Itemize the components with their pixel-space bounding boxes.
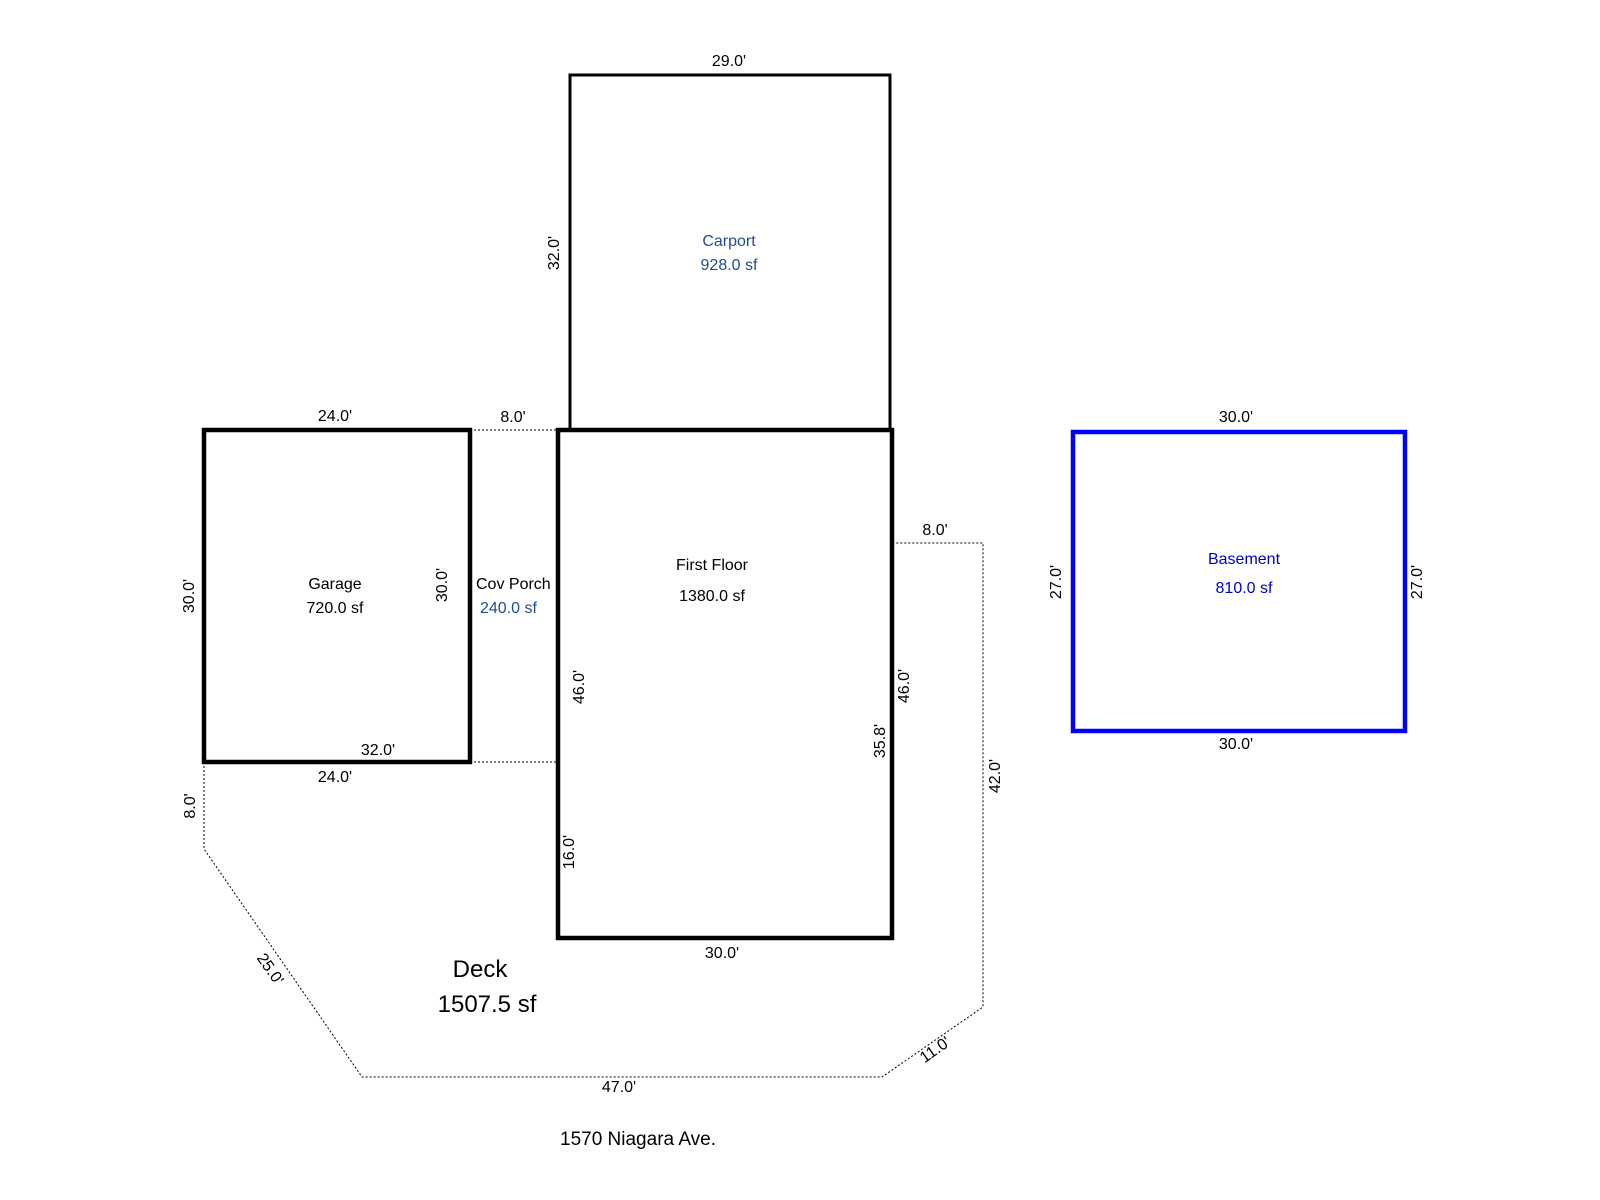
- deck-diagonal-right-dim: 11.0': [917, 1034, 954, 1067]
- first-floor-name: First Floor: [676, 557, 749, 574]
- deck-name: Deck: [453, 956, 509, 983]
- carport-outline: [568, 73, 892, 432]
- deck-left-short-dim: 8.0': [182, 793, 199, 818]
- garage-area: 720.0 sf: [307, 600, 364, 617]
- deck-bottom-dim: 47.0': [602, 1079, 636, 1096]
- basement-left-dim: 27.0': [1048, 565, 1065, 599]
- first-floor-area: 1380.0 sf: [679, 588, 745, 605]
- deck-outline: [203, 542, 984, 1078]
- basement-area: 810.0 sf: [1216, 580, 1273, 597]
- porch-name: Cov Porch: [476, 576, 551, 593]
- property-address: 1570 Niagara Ave.: [560, 1129, 716, 1150]
- basement-name: Basement: [1208, 551, 1281, 568]
- garage-name: Garage: [308, 576, 361, 593]
- deck-top-right-dim: 8.0': [922, 522, 947, 539]
- deck-inner-left-dim: 16.0': [561, 835, 578, 869]
- porch-top-dim: 8.0': [500, 409, 525, 426]
- deck-garage-edge-dim: 32.0': [361, 742, 395, 759]
- basement-outline: [1070, 429, 1408, 734]
- carport-name: Carport: [702, 233, 756, 250]
- first-floor-bottom-dim: 30.0': [705, 945, 739, 962]
- carport-area: 928.0 sf: [701, 257, 758, 274]
- deck-area: 1507.5 sf: [438, 991, 537, 1018]
- deck-inner-right-dim: 35.8': [872, 724, 889, 758]
- carport-left-dim: 32.0': [546, 236, 563, 270]
- deck-diagonal-left-dim: 25.0': [253, 951, 287, 989]
- first-floor-right-dim: 46.0': [896, 669, 913, 703]
- garage-outline: [201, 427, 473, 765]
- deck-right-dim: 42.0': [987, 759, 1004, 793]
- basement-top-dim: 30.0': [1219, 409, 1253, 426]
- basement-bottom-dim: 30.0': [1219, 736, 1253, 753]
- garage-top-dim: 24.0': [318, 408, 352, 425]
- first-floor-outline: [555, 427, 895, 941]
- garage-left-dim: 30.0': [181, 579, 198, 613]
- carport-top-dim: 29.0': [712, 53, 746, 70]
- porch-area: 240.0 sf: [480, 600, 537, 617]
- garage-bottom-dim: 24.0': [318, 769, 352, 786]
- basement-right-dim: 27.0': [1409, 565, 1426, 599]
- garage-right-dim: 30.0': [434, 568, 451, 602]
- first-floor-left-dim: 46.0': [571, 670, 588, 704]
